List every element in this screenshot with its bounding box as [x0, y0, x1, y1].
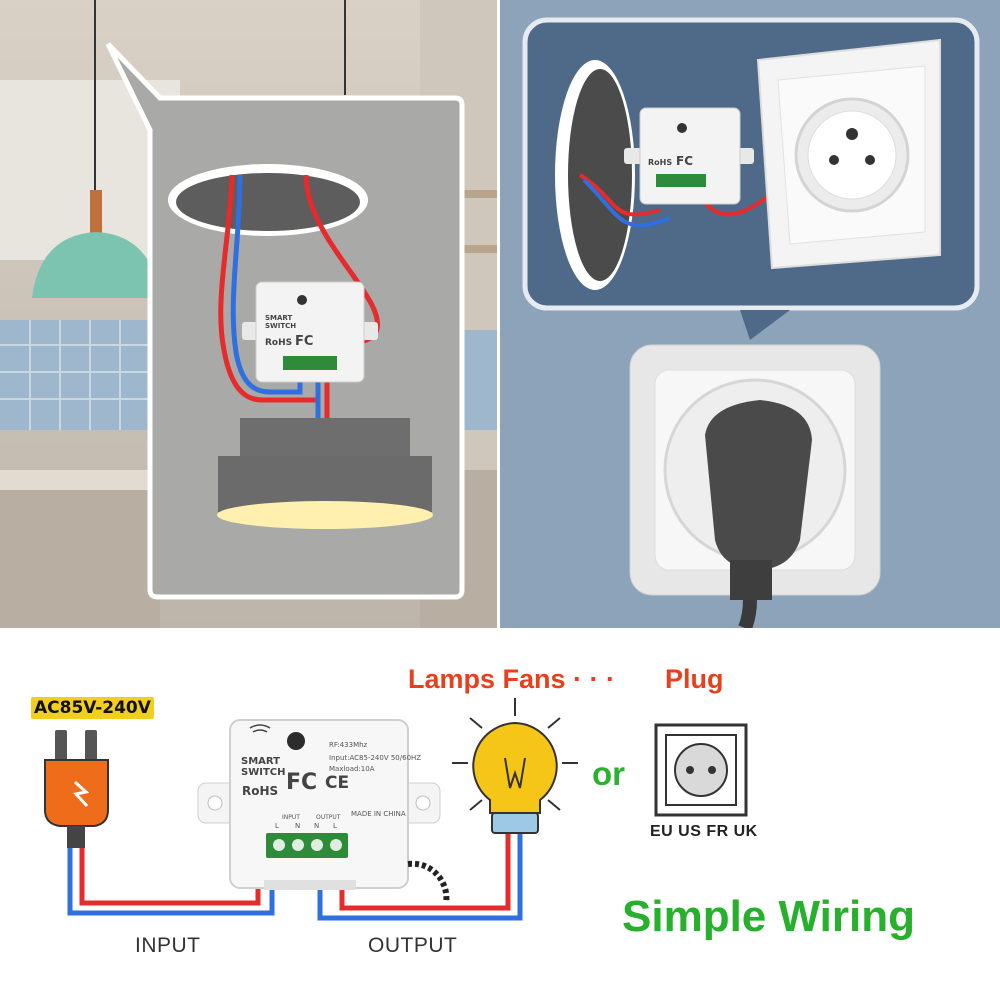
svg-text:FC: FC	[295, 334, 313, 349]
antenna	[407, 860, 450, 904]
wiring-diagram	[44, 698, 748, 921]
socket-scene-illustration: RoHS FC	[500, 0, 1000, 628]
terminal-label-l-out: L	[333, 822, 337, 830]
module-brand-line1: SMART	[241, 756, 280, 767]
module-ce-mark: CE	[325, 773, 350, 793]
svg-text:RoHS: RoHS	[648, 158, 672, 167]
module-input-spec: Input:AC85-240V 50/60HZ	[329, 754, 422, 762]
module-terminal-input-label: INPUT	[282, 814, 300, 821]
terminal-label-n-in: N	[295, 822, 301, 830]
svg-text:RoHS: RoHS	[265, 338, 292, 348]
terminal-label-l-in: L	[275, 822, 279, 830]
terminal-block	[266, 833, 348, 858]
terminal-label-n-out: N	[314, 822, 320, 830]
svg-text:SWITCH: SWITCH	[265, 322, 296, 330]
power-plug-icon	[44, 730, 109, 848]
voltage-label: AC85V-240V	[31, 697, 154, 719]
output-wire-label: OUTPUT	[368, 934, 458, 957]
svg-text:SMART: SMART	[265, 314, 293, 322]
plug-regions-label: EU US FR UK	[650, 823, 758, 840]
plug-label: Plug	[665, 664, 724, 694]
kitchen-scene-illustration: SMART SWITCH RoHS FC	[0, 0, 497, 628]
module-rohs-mark: RoHS	[242, 784, 279, 798]
socket-scene-panel: RoHS FC	[500, 0, 1000, 628]
module-brand-line2: SWITCH	[241, 767, 286, 778]
or-label: or	[592, 755, 625, 792]
module-maxload-spec: Maxload:10A	[329, 765, 375, 773]
module-fc-mark: FC	[286, 770, 318, 795]
smart-switch-module	[197, 719, 450, 904]
simple-wiring-title: Simple Wiring	[622, 892, 915, 941]
module-terminal-output-label: OUTPUT	[316, 814, 341, 821]
wall-outlet-icon	[654, 723, 748, 817]
svg-text:FC: FC	[676, 154, 693, 168]
loads-label: Lamps Fans · · ·	[408, 664, 616, 694]
wifi-icon	[249, 724, 271, 733]
kitchen-scene-panel: SMART SWITCH RoHS FC	[0, 0, 497, 628]
module-rf-spec: RF:433Mhz	[329, 741, 368, 749]
light-bulb-icon	[452, 698, 578, 834]
module-made-in: MADE IN CHINA	[351, 810, 406, 818]
input-wire-label: INPUT	[135, 934, 201, 957]
